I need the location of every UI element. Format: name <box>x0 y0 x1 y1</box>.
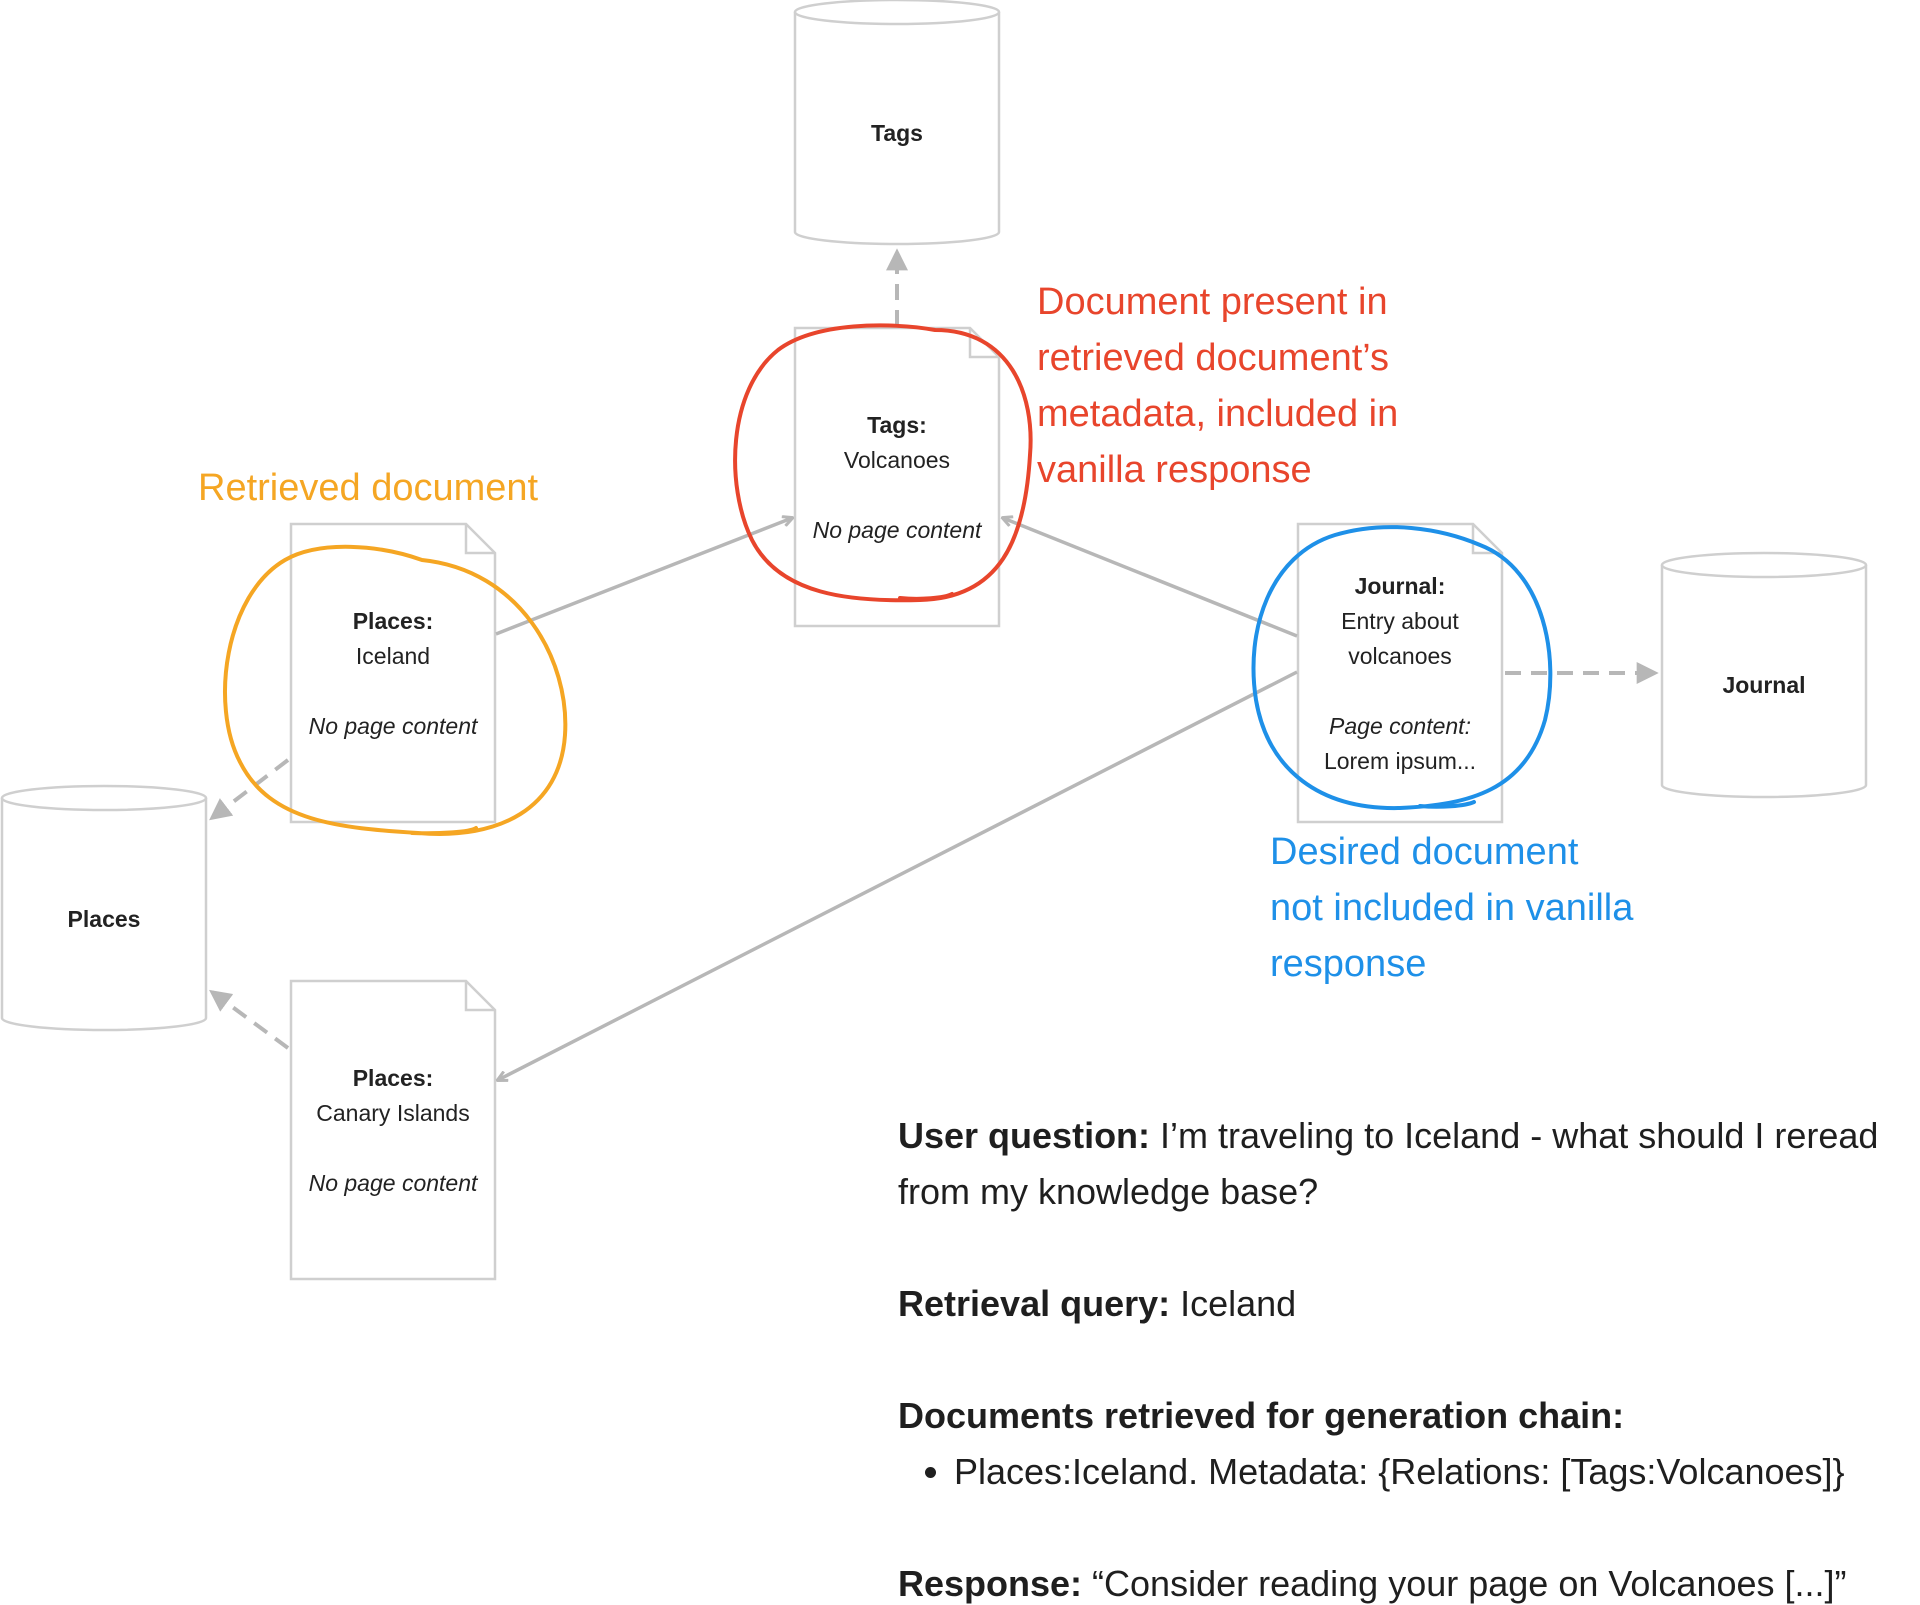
doc-value: Volcanoes <box>843 447 951 473</box>
journal-database-label: Journal <box>1722 672 1806 698</box>
tags-database-label: Tags <box>871 120 923 146</box>
doc-note: No page content <box>308 1170 478 1196</box>
doc-value-line1: Entry about <box>1341 608 1459 634</box>
retrieval-query-label: Retrieval query: <box>898 1283 1171 1324</box>
blue-circle <box>1251 525 1553 811</box>
doc-places-iceland <box>289 522 497 824</box>
red-circle <box>733 323 1033 603</box>
annotation-retrieved-document: Retrieved document <box>198 460 538 516</box>
user-question: User question: I’m traveling to Iceland … <box>898 1108 1918 1220</box>
qa-block: User question: I’m traveling to Iceland … <box>898 1108 1918 1605</box>
doc-journal-entry-text: Journal: Entry about volcanoes Page cont… <box>1298 569 1502 779</box>
arrow-journal-to-canary <box>498 670 1298 1080</box>
documents-retrieved: Documents retrieved for generation chain… <box>898 1388 1918 1444</box>
doc-note-value: Lorem ipsum... <box>1323 748 1477 774</box>
arrow-iceland-to-tags <box>495 518 792 636</box>
annotation-line: response <box>1270 943 1427 985</box>
annotation-line: metadata, included in <box>1037 393 1399 435</box>
doc-places-canary <box>289 979 497 1281</box>
documents-retrieved-list: Places:Iceland. Metadata: {Relations: [T… <box>898 1444 1918 1500</box>
doc-value: Canary Islands <box>316 1100 470 1126</box>
retrieval-query: Retrieval query: Iceland <box>898 1276 1918 1332</box>
doc-value: Iceland <box>355 643 431 669</box>
response-text: “Consider reading your page on Volcanoes… <box>1082 1563 1847 1604</box>
places-database-label: Places <box>67 906 141 932</box>
annotation-desired-document: Desired document not included in vanilla… <box>1270 824 1633 992</box>
doc-note: No page content <box>812 517 982 543</box>
places-database <box>0 784 208 1032</box>
retrieval-query-text: Iceland <box>1170 1283 1297 1324</box>
response-label: Response: <box>898 1563 1083 1604</box>
response: Response: “Consider reading your page on… <box>898 1556 1918 1605</box>
annotation-line: Retrieved document <box>198 467 539 509</box>
doc-tags-volcanoes <box>793 326 1001 628</box>
tags-database <box>793 0 1001 246</box>
doc-note: No page content <box>308 713 478 739</box>
documents-retrieved-label: Documents retrieved for generation chain… <box>898 1395 1625 1436</box>
arrow-journal-to-tags <box>1003 518 1298 638</box>
journal-database <box>1660 551 1868 799</box>
user-question-label: User question: <box>898 1115 1151 1156</box>
dashed-arrow-iceland-to-places-db <box>209 758 290 821</box>
orange-circle <box>223 544 568 836</box>
annotation-line: not included in vanilla <box>1270 887 1634 929</box>
annotation-line: Desired document <box>1270 831 1579 873</box>
list-item: Places:Iceland. Metadata: {Relations: [T… <box>954 1444 1918 1500</box>
annotation-line: vanilla response <box>1037 449 1312 491</box>
doc-label: Places: <box>352 608 434 634</box>
dashed-arrow-canary-to-places-db <box>209 989 290 1050</box>
user-question-text-2: from my knowledge base? <box>898 1171 1319 1212</box>
doc-label: Journal: <box>1354 573 1446 599</box>
annotation-line: Document present in <box>1037 281 1388 323</box>
annotation-document-present: Document present in retrieved document’s… <box>1037 274 1398 498</box>
doc-label: Places: <box>352 1065 434 1091</box>
doc-note-label: Page content: <box>1329 713 1471 739</box>
annotation-line: retrieved document’s <box>1037 337 1390 379</box>
doc-label: Tags: <box>867 412 927 438</box>
doc-value-line2: volcanoes <box>1348 643 1452 669</box>
doc-places-canary-text: Places: Canary Islands No page content <box>291 1061 495 1201</box>
doc-tags-volcanoes-text: Tags: Volcanoes No page content <box>795 408 999 548</box>
doc-places-iceland-text: Places: Iceland No page content <box>291 604 495 744</box>
doc-journal-entry <box>1296 522 1504 824</box>
user-question-text: I’m traveling to Iceland - what should I… <box>1150 1115 1879 1156</box>
